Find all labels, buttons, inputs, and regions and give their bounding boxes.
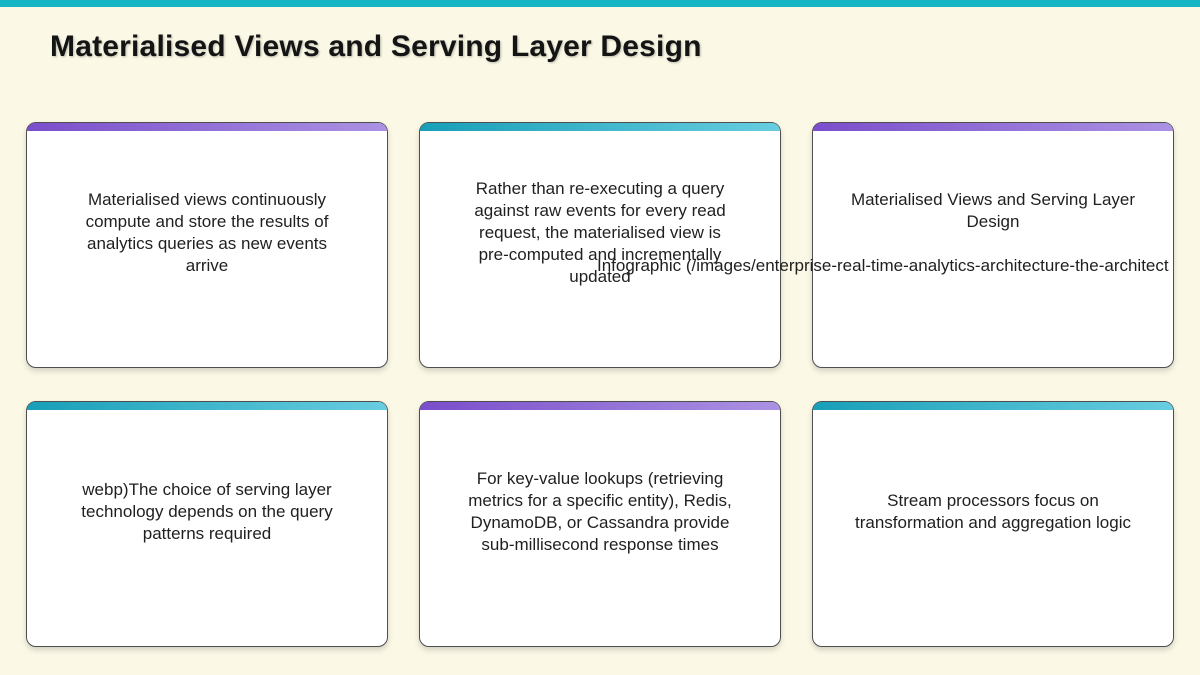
infographic-path-line: Infographic (/images/enterprise-real-tim… — [597, 255, 1169, 277]
card-accent-bar — [420, 123, 780, 131]
card-accent-bar — [27, 123, 387, 131]
card-accent-bar — [27, 402, 387, 410]
card-accent-bar — [420, 402, 780, 410]
card-serving-layer-design: Materialised Views and Serving Layer Des… — [597, 122, 1174, 368]
card-text-main: Materialised Views and Serving Layer Des… — [850, 189, 1136, 231]
card-body: Rather than re-executing a query against… — [420, 131, 780, 334]
page-title: Materialised Views and Serving Layer Des… — [50, 30, 702, 63]
card-text: Materialised views continuously compute … — [85, 189, 329, 275]
card-precomputed-view: Rather than re-executing a query against… — [419, 122, 781, 368]
card-text: Stream processors focus on transformatio… — [855, 490, 1131, 532]
card-body: Materialised Views and Serving Layer Des… — [597, 131, 1173, 334]
card-text: Rather than re-executing a query against… — [474, 178, 726, 286]
card-text: For key-value lookups (retrieving metric… — [468, 468, 732, 554]
card-body: Stream processors focus on transformatio… — [813, 410, 1173, 613]
card-text: webp)The choice of serving layer technol… — [81, 479, 333, 543]
card-body: For key-value lookups (retrieving metric… — [420, 410, 780, 613]
card-materialised-views-definition: Materialised views continuously compute … — [26, 122, 388, 368]
card-text: Materialised Views and Serving Layer Des… — [597, 167, 1169, 299]
card-accent-bar — [813, 402, 1173, 410]
card-grid: Materialised views continuously compute … — [26, 122, 1174, 647]
card-body: webp)The choice of serving layer technol… — [27, 410, 387, 613]
card-accent-bar — [813, 123, 1173, 131]
card-serving-layer-choice: webp)The choice of serving layer technol… — [26, 401, 388, 647]
infographic-path-text: Infographic (/images/enterprise-real-tim… — [597, 255, 1169, 275]
card-stream-processors: Stream processors focus on transformatio… — [812, 401, 1174, 647]
card-key-value-lookups: For key-value lookups (retrieving metric… — [419, 401, 781, 647]
top-accent-bar — [0, 0, 1200, 7]
card-body: Materialised views continuously compute … — [27, 131, 387, 334]
